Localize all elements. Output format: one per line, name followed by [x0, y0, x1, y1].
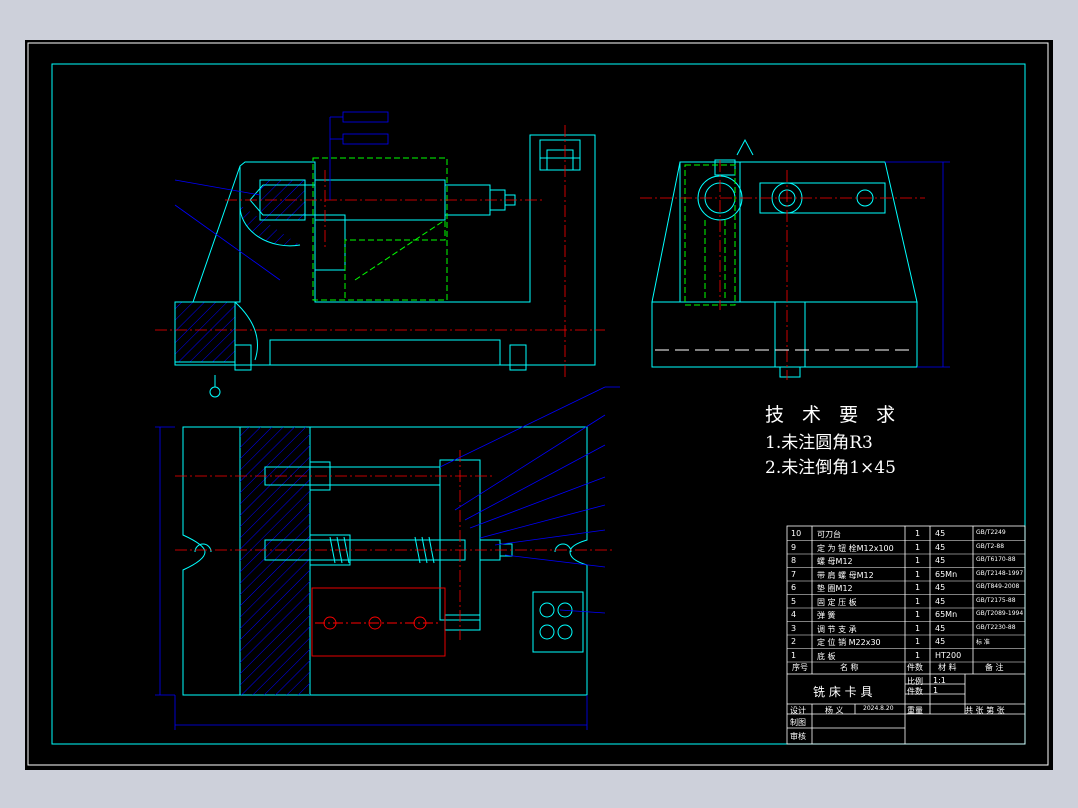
bom-cell-no: 2: [791, 637, 797, 646]
bom-cell-name: 螺 母M12: [817, 557, 853, 566]
designer-name: 杨 义: [825, 706, 844, 715]
front-view-green: [312, 157, 448, 301]
bom-cell-material: 45: [935, 583, 946, 592]
top-view: [182, 426, 588, 696]
sheet-info: 共 张 第 张: [965, 706, 1005, 715]
design-date: 2024.8.20: [863, 705, 894, 712]
bom-cell-std: GB/T6170-88: [976, 556, 1016, 563]
bom-cell-name: 弹 簧: [817, 611, 836, 620]
bom-cell-no: 8: [791, 556, 797, 565]
bom-row-lines: [787, 540, 1025, 663]
bom-cell-name: 定 为 钮 栓M12x100: [817, 543, 894, 553]
bom-cell-qty: 1: [915, 637, 921, 646]
bom-cell-material: 65Mn: [935, 610, 958, 619]
tech-requirement-2: 2.未注倒角1×45: [765, 458, 896, 478]
bom-cell-name: 可刀台: [817, 530, 841, 539]
tech-requirements-title: 技 术 要 求: [765, 404, 902, 426]
bom-cell-qty: 1: [915, 623, 921, 633]
bom-cell-std: GB/T849-2008: [976, 583, 1020, 590]
bom-cell-std: 标 准: [976, 639, 990, 646]
bom-header-no: 序号: [792, 663, 808, 672]
drawer-label: 制图: [790, 718, 806, 727]
bom-cell-material: 65Mn: [935, 569, 958, 579]
bom-cell-no: 4: [791, 610, 797, 619]
bom-cell-std: GB/T2-88: [976, 542, 1005, 550]
bom-cell-material: 45: [935, 623, 946, 633]
drawing-name: 铣 床 卡 具: [813, 685, 873, 699]
bom-cell-std: GB/T2148-1997: [976, 569, 1024, 577]
bom-cell-std: GB/T2249: [976, 529, 1006, 536]
bom-cell-material: 45: [935, 529, 946, 538]
tech-requirement-1: 1.未注圆角R3: [765, 433, 873, 453]
bom-cell-qty: 1: [915, 542, 921, 552]
bom-header-remark: 备 注: [985, 663, 1004, 672]
bom-cell-name: 定 位 销 M22x30: [817, 638, 881, 647]
cad-drawing: [27, 42, 1049, 766]
bom-cell-qty: 1: [915, 610, 921, 619]
front-view-dimensions: [174, 111, 389, 281]
bom-cell-material: HT200: [935, 650, 962, 660]
bom-cell-std: GB/T2175-88: [976, 596, 1016, 604]
side-view-dimensions: [885, 161, 950, 368]
title-block-grid: [786, 525, 1026, 745]
bom-cell-name: 固 定 压 板: [817, 597, 857, 607]
scale-label: 比例: [907, 677, 923, 686]
designer-label: 设计: [790, 706, 806, 715]
qty-label: 件数: [907, 687, 923, 696]
side-view: [651, 138, 918, 378]
front-view-centerlines: [155, 125, 605, 380]
bom-cell-name: 底 板: [817, 651, 836, 661]
bom-cell-no: 9: [791, 542, 797, 552]
bom-cell-material: 45: [935, 637, 946, 646]
side-view-green: [684, 164, 736, 306]
weight-label: 重量: [907, 706, 923, 715]
top-view-leaders: [155, 386, 620, 730]
bom-cell-std: GB/T2230-88: [976, 623, 1016, 631]
bom-cell-name: 调 节 支 承: [817, 624, 857, 634]
scale-value: 1:1: [933, 676, 946, 685]
bom-cell-material: 45: [935, 542, 946, 552]
bom-cell-no: 5: [791, 596, 797, 606]
inner-frame: [51, 63, 1026, 745]
bom-cell-qty: 1: [915, 650, 921, 660]
bom-cell-name: 带 肩 螺 母M12: [817, 570, 874, 580]
bom-header-name: 名 称: [840, 663, 859, 672]
bom-cell-qty: 1: [915, 596, 921, 606]
bom-cell-no: 6: [791, 583, 797, 592]
bom-cell-qty: 1: [915, 583, 921, 592]
outer-frame: [27, 42, 1049, 766]
bom-cell-no: 10: [791, 529, 802, 538]
front-view: [174, 134, 596, 398]
bom-cell-material: 45: [935, 556, 946, 565]
top-view-centerlines: [175, 450, 615, 640]
qty-value: 1: [933, 686, 939, 695]
top-view-red: [311, 587, 446, 657]
side-view-centerlines: [640, 160, 925, 380]
bom-cell-std: GB/T2089-1994: [976, 610, 1024, 617]
bom-cell-qty: 1: [915, 529, 921, 538]
bom-cell-no: 3: [791, 623, 797, 633]
bom-cell-material: 45: [935, 596, 946, 606]
bom-cell-qty: 1: [915, 556, 921, 565]
bom-cell-no: 1: [791, 650, 797, 660]
bom-cell-qty: 1: [915, 569, 921, 579]
bom-header-qty: 件数: [907, 663, 923, 672]
bom-cell-name: 垫 圈M12: [817, 584, 853, 593]
bom-header-material: 材 料: [938, 663, 957, 672]
reviewer-label: 审核: [790, 732, 806, 741]
bom-cell-no: 7: [791, 569, 797, 579]
